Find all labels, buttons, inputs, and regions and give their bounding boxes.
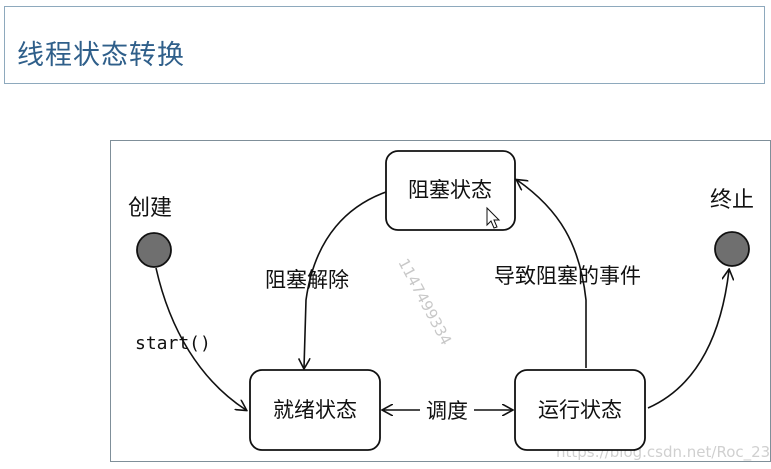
schedule-label: 调度	[426, 399, 468, 423]
create-label: 创建	[128, 196, 172, 221]
create-node	[136, 232, 172, 268]
start-label: start()	[135, 333, 211, 354]
title-banner: 线程状态转换	[4, 6, 765, 84]
edge-start	[155, 267, 246, 410]
terminate-node	[714, 231, 750, 267]
state-ready-label: 就绪状态	[273, 398, 357, 422]
state-running: 运行状态	[514, 369, 646, 451]
state-blocked-label: 阻塞状态	[408, 178, 492, 202]
state-blocked: 阻塞状态	[385, 150, 516, 231]
state-running-label: 运行状态	[538, 398, 622, 422]
mouse-cursor-icon	[486, 206, 501, 229]
edge-terminate	[647, 270, 729, 409]
terminate-label: 终止	[710, 188, 754, 213]
page-title: 线程状态转换	[17, 40, 185, 71]
edge-block-event	[517, 180, 587, 368]
unblock-label: 阻塞解除	[265, 268, 349, 292]
state-ready: 就绪状态	[249, 369, 381, 451]
edge-unblock	[304, 191, 387, 368]
watermark-id: 1147499334	[394, 255, 455, 348]
block-event-label: 导致阻塞的事件	[494, 264, 641, 288]
